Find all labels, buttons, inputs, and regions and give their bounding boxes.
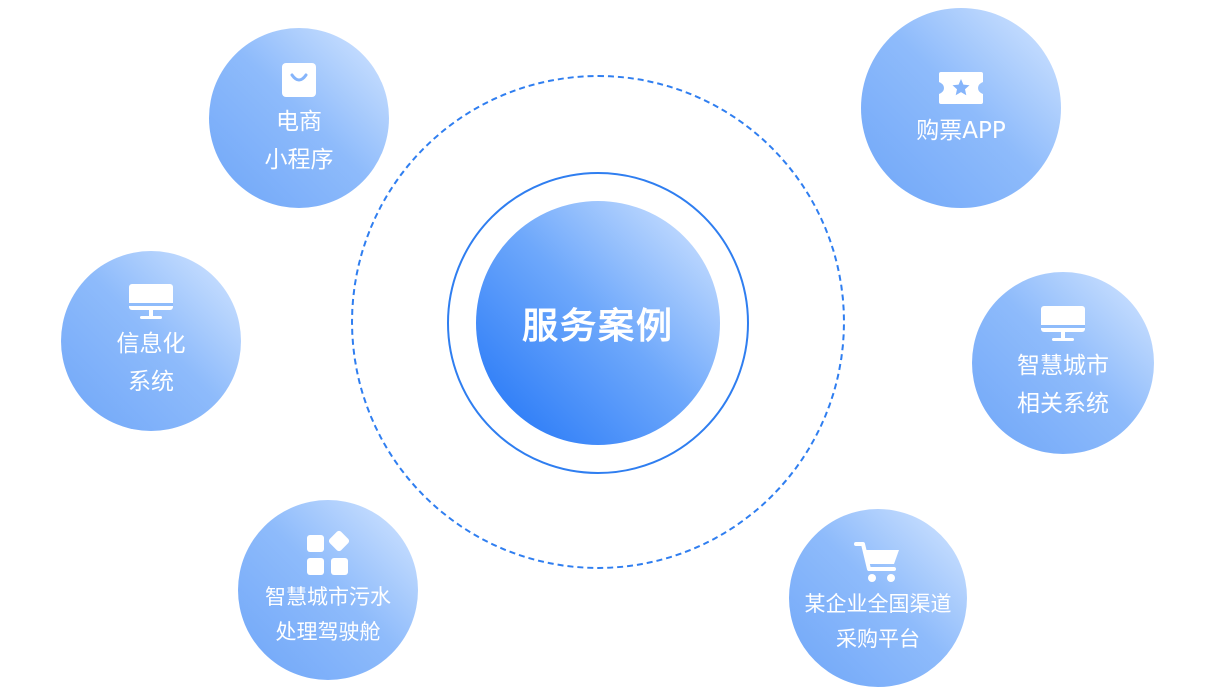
monitor-icon xyxy=(129,284,173,319)
center-outline-ring xyxy=(447,172,749,474)
shopping-bag-icon xyxy=(282,63,316,97)
node-sewage-cockpit[interactable]: 智慧城市污水 处理驾驶舱 xyxy=(238,500,418,680)
node-ecommerce-miniprogram[interactable]: 电商 小程序 xyxy=(209,28,389,208)
center-circle: 服务案例 xyxy=(476,201,720,445)
apps-grid-icon xyxy=(307,530,350,575)
node-label: 某企业全国渠道 采购平台 xyxy=(804,592,952,651)
node-label: 信息化 系统 xyxy=(116,331,186,395)
ticket-star-icon xyxy=(939,72,983,104)
node-information-system[interactable]: 信息化 系统 xyxy=(61,251,241,431)
center-title: 服务案例 xyxy=(521,306,674,347)
shopping-cart-icon xyxy=(854,542,899,582)
dashed-orbit-ring xyxy=(351,75,845,569)
node-label: 智慧城市污水 处理驾驶舱 xyxy=(265,585,391,644)
node-ticket-app[interactable]: 购票APP xyxy=(861,8,1061,208)
node-label: 电商 小程序 xyxy=(264,109,334,173)
monitor-icon xyxy=(1041,306,1085,341)
node-procurement-platform[interactable]: 某企业全国渠道 采购平台 xyxy=(789,509,967,687)
node-smart-city-systems[interactable]: 智慧城市 相关系统 xyxy=(972,272,1154,454)
node-label: 购票APP xyxy=(916,118,1006,144)
node-label: 智慧城市 相关系统 xyxy=(1017,353,1109,417)
